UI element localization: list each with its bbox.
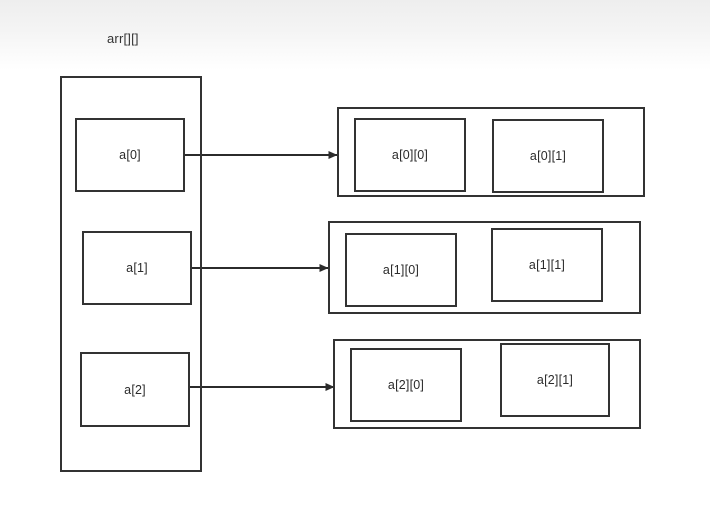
parent-cell-1-label: a[1] bbox=[126, 261, 148, 275]
row-2-cell-0-label: a[2][0] bbox=[387, 378, 425, 392]
row-container-1 bbox=[328, 221, 641, 314]
row-0-cell-1-label: a[0][1] bbox=[529, 149, 567, 163]
row-2-cell-0[interactable]: a[2][0] bbox=[350, 348, 462, 422]
row-1-cell-1-label: a[1][1] bbox=[528, 258, 566, 272]
row-0-cell-1[interactable]: a[0][1] bbox=[492, 119, 604, 193]
row-container-2 bbox=[333, 339, 641, 429]
parent-cell-2-label: a[2] bbox=[124, 382, 146, 397]
row-container-0 bbox=[337, 107, 645, 197]
row-1-cell-1[interactable]: a[1][1] bbox=[491, 228, 603, 302]
parent-cell-1[interactable]: a[1] bbox=[82, 231, 192, 305]
parent-cell-0[interactable]: a[0] bbox=[75, 118, 185, 192]
row-2-cell-1[interactable]: a[2][1] bbox=[500, 343, 610, 417]
row-0-cell-0-label: a[0][0] bbox=[391, 148, 429, 162]
parent-cell-0-label: a[0] bbox=[119, 148, 141, 162]
row-0-cell-0[interactable]: a[0][0] bbox=[354, 118, 466, 192]
parent-cell-2[interactable]: a[2] bbox=[80, 352, 190, 427]
row-2-cell-1-label: a[2][1] bbox=[536, 373, 574, 387]
page-title: arr[][] bbox=[107, 31, 139, 46]
parent-array-container bbox=[60, 76, 202, 472]
row-1-cell-0-label: a[1][0] bbox=[382, 263, 420, 277]
row-1-cell-0[interactable]: a[1][0] bbox=[345, 233, 457, 307]
